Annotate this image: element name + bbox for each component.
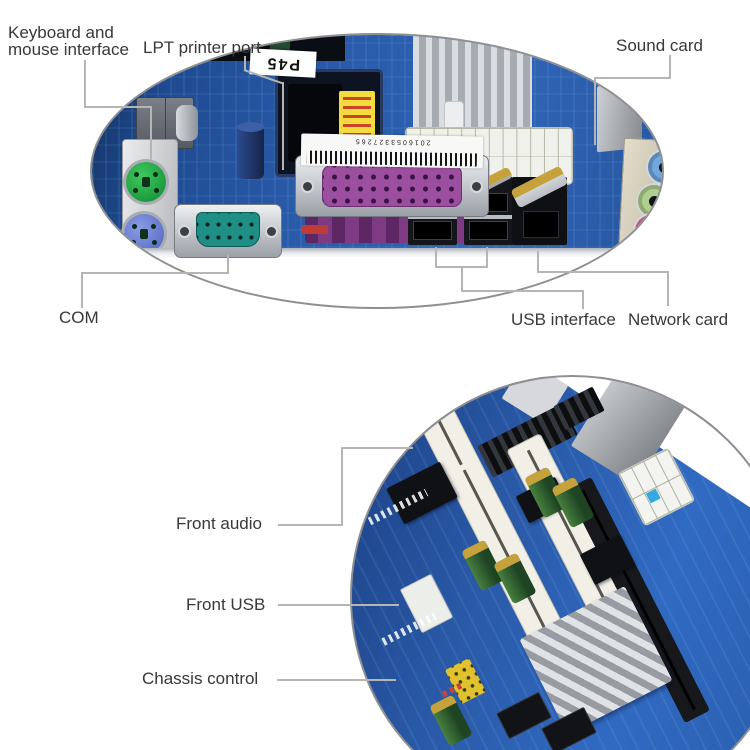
- ps2-mouse-port: [126, 162, 166, 202]
- leader-line-front-audio: [341, 447, 343, 526]
- board-edge: [92, 248, 662, 257]
- rear-io-zoom-view: P45 2016053327265: [90, 33, 664, 309]
- serial-number-text: 2016053327265: [353, 137, 431, 146]
- leader-line-keyboard: [84, 60, 86, 108]
- barcode-stripes: [306, 150, 477, 167]
- pcb-component: [302, 225, 328, 234]
- com-serial-port: [174, 204, 282, 258]
- leader-line-sound: [669, 55, 671, 79]
- label-front-audio: Front audio: [176, 514, 262, 533]
- ps2-keyboard-port: [124, 214, 164, 254]
- leader-line-network: [537, 251, 539, 273]
- leader-line-com: [81, 272, 229, 274]
- ethernet-port: [510, 165, 569, 245]
- label-line: Keyboard and: [8, 23, 114, 42]
- leader-line-keyboard: [150, 108, 152, 160]
- capacitor: [237, 122, 264, 179]
- leader-line-chassis: [277, 679, 396, 681]
- label-com: COM: [59, 308, 99, 327]
- label-sound-card: Sound card: [616, 36, 703, 55]
- lpt-dsub-face: [322, 165, 462, 207]
- label-lpt-printer-port: LPT printer port: [143, 38, 261, 57]
- board-headers-zoom-view: [350, 375, 750, 750]
- leader-line-lpt: [282, 82, 284, 170]
- leader-line-usb: [461, 290, 584, 292]
- leader-line-sound: [594, 77, 671, 79]
- lpt-parallel-port: [295, 155, 489, 217]
- leader-line-network: [667, 273, 669, 306]
- leader-line-usb: [435, 266, 488, 268]
- leader-line-network: [537, 271, 669, 273]
- leader-line-front-audio: [343, 447, 413, 449]
- label-usb-interface: USB interface: [511, 310, 616, 329]
- leader-line-front-usb: [278, 604, 399, 606]
- leader-line-usb: [582, 292, 584, 309]
- cpu-heatsink: [413, 35, 532, 139]
- leader-line-front-audio: [278, 524, 342, 526]
- leader-line-com: [81, 274, 83, 308]
- leader-line-com: [227, 254, 229, 274]
- label-chassis-control: Chassis control: [142, 669, 259, 688]
- label-network-card: Network card: [628, 310, 729, 329]
- audio-jack-mic: [635, 215, 662, 247]
- leader-line-keyboard: [84, 106, 152, 108]
- audio-jack-line-out: [638, 185, 662, 217]
- leader-line-usb: [435, 247, 437, 268]
- audio-jack-line-in: [648, 151, 662, 183]
- leader-line-sound: [594, 79, 596, 145]
- com-dsub-face: [196, 212, 260, 247]
- leader-line-usb: [486, 247, 488, 268]
- label-keyboard-mouse-interface: Keyboard and mouse interface: [8, 24, 129, 58]
- leader-line-lpt: [244, 56, 246, 70]
- label-front-usb: Front USB: [186, 595, 266, 614]
- label-line: mouse interface: [8, 40, 129, 59]
- leader-line-usb: [461, 268, 463, 292]
- capacitor: [176, 105, 198, 141]
- cpu-model-text: P45: [265, 54, 301, 73]
- serial-barcode-label: 2016053327265: [300, 133, 484, 169]
